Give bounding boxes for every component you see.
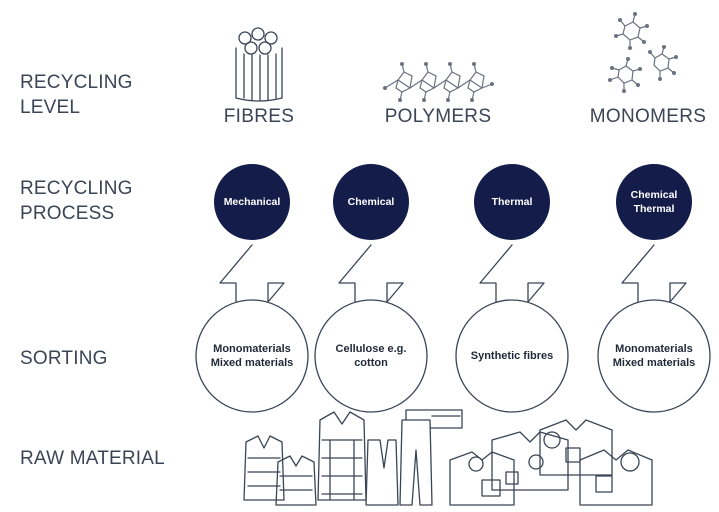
textile-garments-icon bbox=[243, 409, 653, 506]
process-chemical: Chemical bbox=[333, 164, 409, 240]
sorting-arrow-2 bbox=[314, 244, 428, 413]
fibre-bundle-icon bbox=[235, 27, 283, 102]
sorting-arrow-1 bbox=[195, 244, 309, 413]
process-mechanical: Mechanical bbox=[214, 164, 290, 240]
row-label-sorting: SORTING bbox=[20, 348, 108, 369]
level-monomers: MONOMERS bbox=[589, 106, 707, 127]
polymer-chain-icon bbox=[383, 62, 494, 102]
process-thermal: Thermal bbox=[474, 164, 550, 240]
sorting-text-2: Cellulose e.g. cotton bbox=[335, 343, 407, 369]
sorting-text-1: Monomaterials Mixed materials bbox=[210, 343, 294, 369]
row-label-recycling-process: RECYCLING PROCESS bbox=[20, 178, 133, 224]
sorting-text-3: Synthetic fibres bbox=[470, 350, 554, 362]
row-label-recycling-level: RECYCLING LEVEL bbox=[20, 72, 133, 118]
sorting-text-4: Monomaterials Mixed materials bbox=[612, 343, 696, 369]
level-fibres: FIBRES bbox=[223, 106, 295, 127]
row-label-raw-material: RAW MATERIAL bbox=[20, 448, 165, 469]
sorting-arrow-4 bbox=[597, 244, 711, 413]
process-chemical-thermal: Chemical Thermal bbox=[616, 164, 692, 240]
monomer-molecule-icon bbox=[608, 12, 678, 93]
level-polymers: POLYMERS bbox=[384, 106, 492, 127]
sorting-arrow-3 bbox=[455, 244, 569, 413]
